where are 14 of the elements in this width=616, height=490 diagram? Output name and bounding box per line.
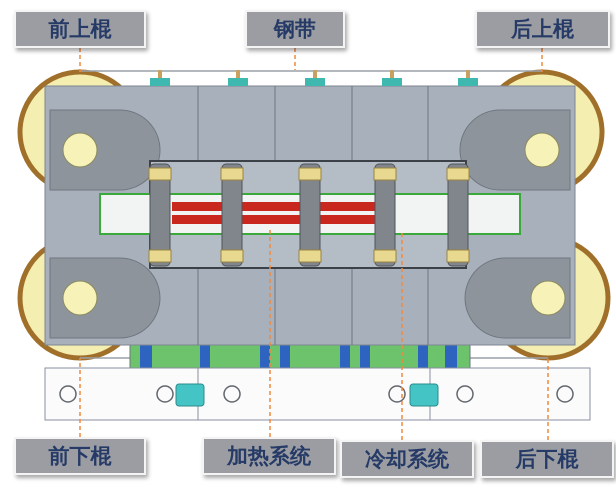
leader-line (547, 358, 549, 440)
leader-line (541, 48, 543, 72)
leader-line (79, 358, 81, 437)
leader-line (79, 48, 81, 72)
label-box: 前下棍 (14, 437, 146, 475)
label-box: 冷却系统 (340, 440, 474, 478)
label-box: 后下棍 (480, 440, 614, 478)
leader-line (401, 232, 403, 440)
label-box: 钢带 (245, 10, 345, 48)
leader-line (269, 228, 271, 437)
label-box: 前上棍 (14, 10, 146, 48)
label-box: 加热系统 (202, 437, 336, 475)
label-box: 后上棍 (475, 10, 610, 48)
leader-line (294, 48, 296, 70)
